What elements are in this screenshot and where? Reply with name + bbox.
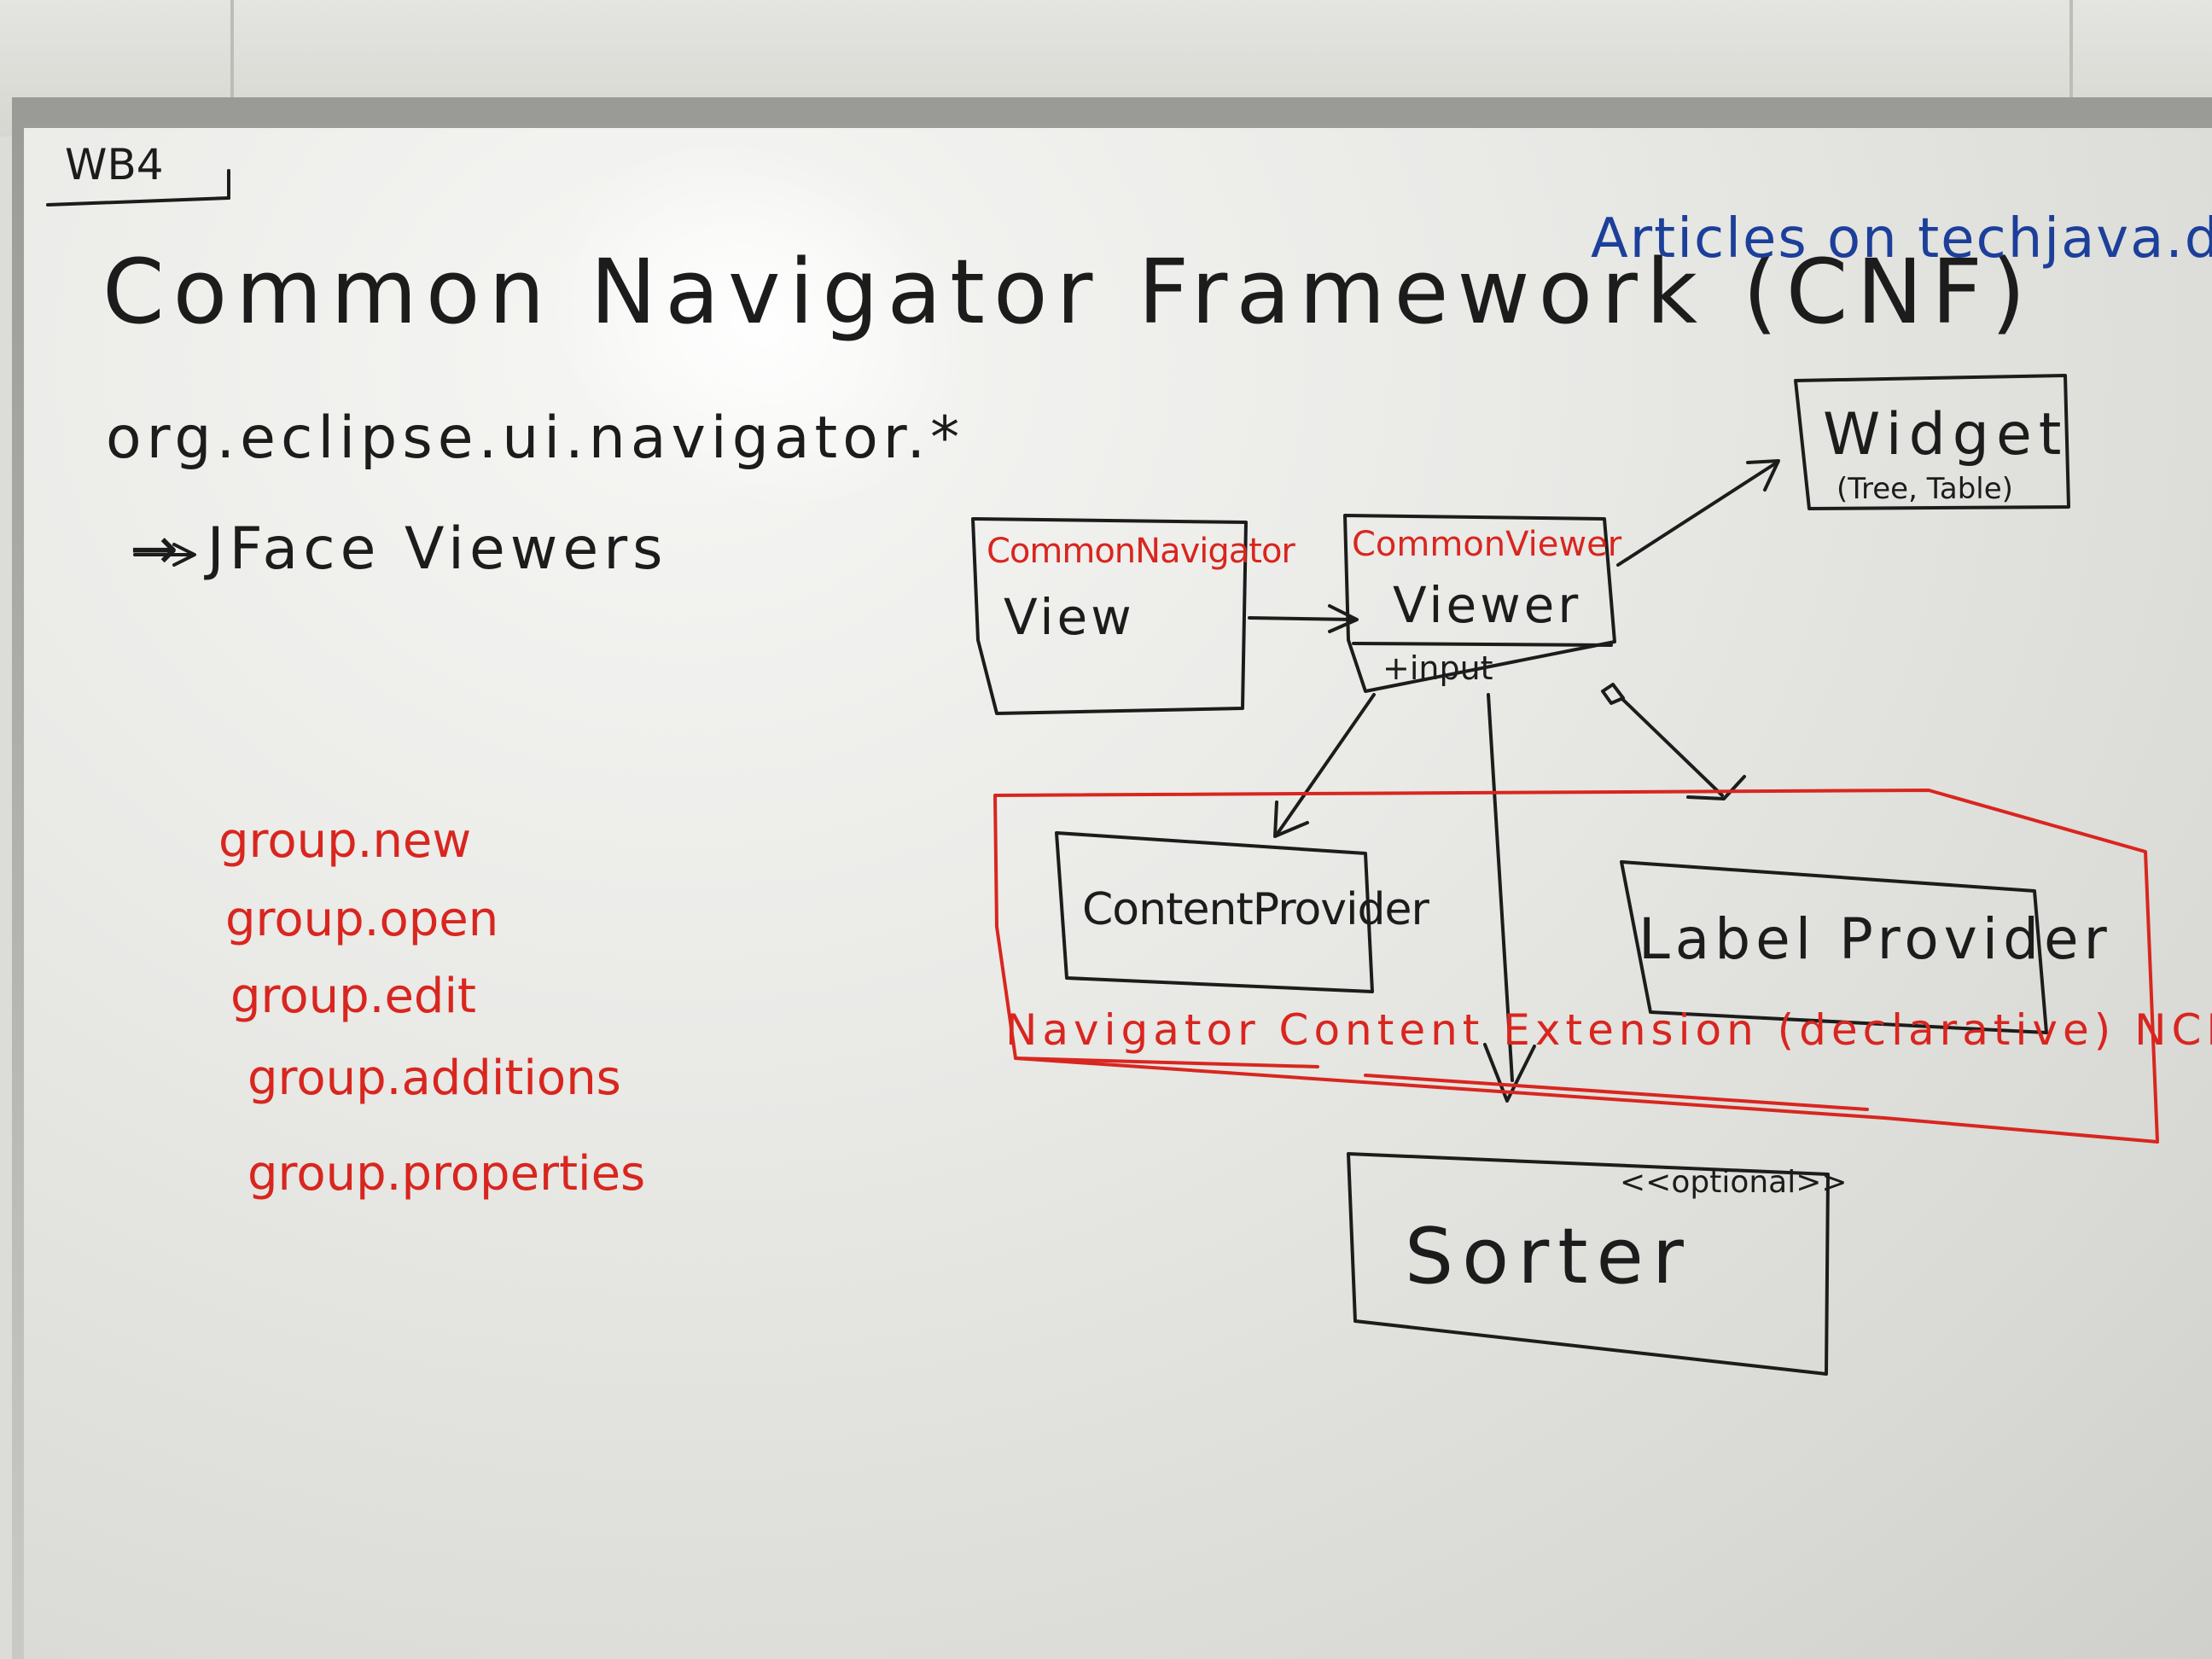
edge-view-to-viewer-head — [1328, 604, 1359, 633]
widget-name: Widget — [1823, 401, 2069, 469]
package-name: org.eclipse.ui.navigator.* — [106, 405, 965, 472]
common-navigator-view-stereotype: CommonNavigator — [987, 532, 1295, 571]
group-item: group.properties — [247, 1146, 646, 1202]
jface-arrow-head — [172, 543, 196, 567]
whiteboard: WB4 Common Navigator Framework (CNF) org… — [24, 128, 2212, 1659]
nce-label-underline — [1014, 1057, 1319, 1068]
sorter-box — [1347, 1152, 1830, 1376]
jface-note: → JFace Viewers — [130, 515, 668, 583]
content-provider-name: ContentProvider — [1082, 884, 1429, 935]
sorter-name: Sorter — [1405, 1212, 1692, 1301]
edge-viewer-to-label-provider — [1621, 698, 1724, 797]
edge-viewer-to-content-provider-head — [1273, 800, 1309, 838]
edge-view-to-viewer — [1248, 616, 1357, 621]
widget-note: (Tree, Table) — [1837, 472, 2013, 506]
articles-note: Articles on techjava.de — [1591, 207, 2212, 271]
group-item: group.edit — [230, 969, 476, 1024]
common-viewer-divider — [1352, 642, 1613, 647]
edge-viewer-to-sorter — [1487, 693, 1514, 1082]
sorter-note: <<optional>> — [1620, 1165, 1848, 1200]
edge-viewer-to-label-provider-diamond — [1601, 683, 1625, 705]
common-navigator-view-box — [971, 517, 1248, 715]
edge-viewer-to-widget-head — [1746, 459, 1780, 492]
edge-viewer-to-label-provider-head — [1686, 775, 1746, 800]
nce-group-label: Navigator Content Extension (declarative… — [1005, 1005, 2212, 1055]
widget-box — [1794, 374, 2070, 510]
diagram-strokes — [46, 169, 2159, 1376]
nce-label-underline-2 — [1364, 1074, 1869, 1111]
edge-viewer-to-widget — [1616, 461, 1778, 567]
nce-group-frame — [993, 789, 2159, 1144]
wall-seam — [230, 0, 234, 128]
wall-seam — [2069, 0, 2073, 128]
group-item: group.additions — [247, 1051, 621, 1106]
common-viewer-stereotype: CommonViewer — [1352, 525, 1622, 564]
common-viewer-attribute: +input — [1382, 649, 1493, 687]
corner-tag: WB4 — [65, 140, 164, 189]
content-provider-box — [1055, 831, 1374, 993]
group-item: group.open — [225, 892, 499, 947]
edge-viewer-to-content-provider — [1275, 693, 1376, 836]
group-item: group.new — [218, 813, 472, 869]
corner-tag-underline — [46, 196, 230, 207]
common-navigator-view-name: View — [1004, 588, 1135, 646]
label-provider-box — [1620, 860, 2048, 1034]
edge-viewer-to-sorter-head — [1483, 1043, 1536, 1103]
label-provider-name: Label Provider — [1639, 906, 2112, 972]
page-title: Common Navigator Framework (CNF) — [102, 240, 2034, 344]
common-viewer-name: Viewer — [1393, 576, 1582, 634]
